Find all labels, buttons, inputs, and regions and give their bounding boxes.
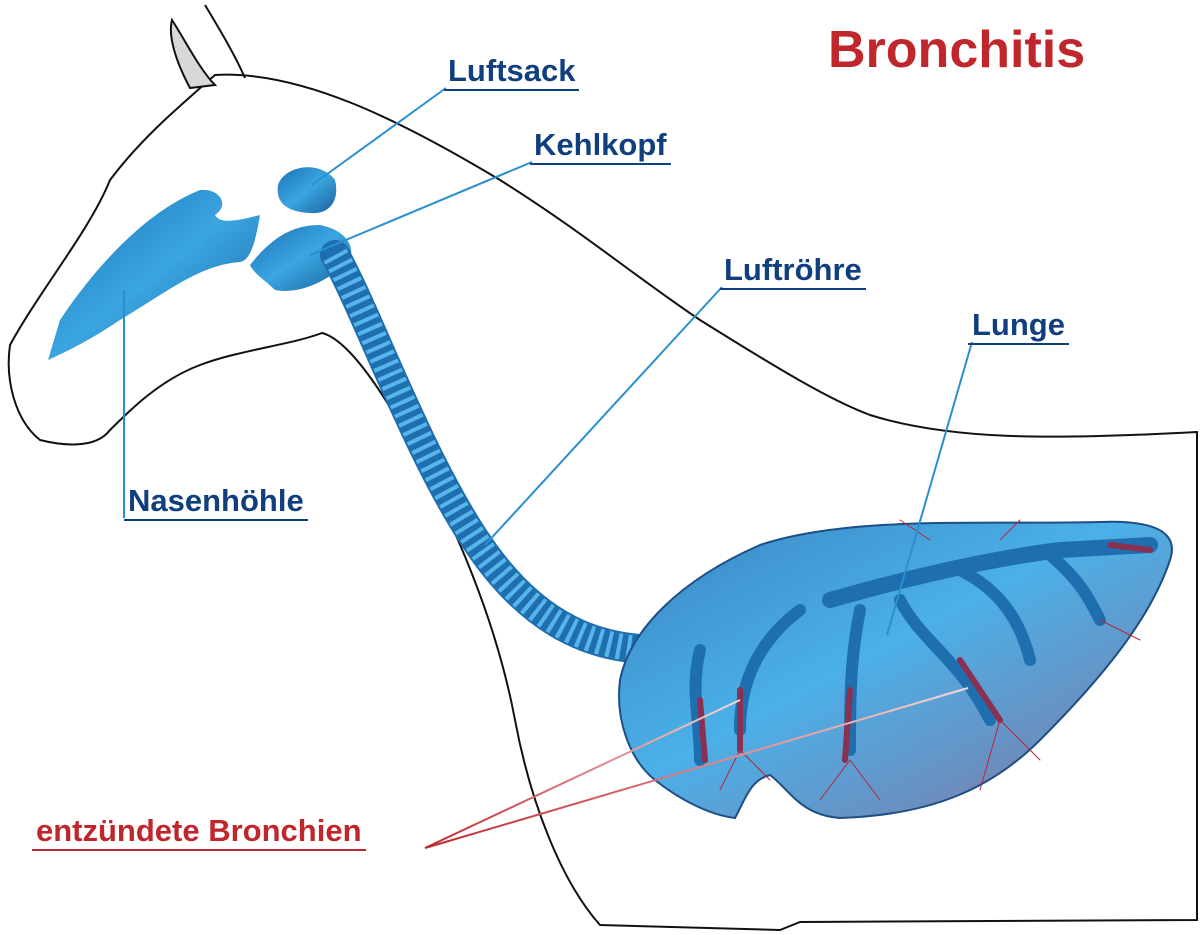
lung bbox=[618, 520, 1173, 820]
label-entzuendete-bronchien: entzündete Bronchien bbox=[32, 814, 366, 851]
trachea-rings bbox=[323, 248, 837, 663]
label-lunge: Lunge bbox=[968, 308, 1069, 345]
bronchial-tree bbox=[689, 519, 1158, 801]
ear bbox=[169, 17, 218, 90]
nasal-cavity bbox=[48, 189, 260, 360]
larynx bbox=[250, 225, 352, 291]
label-nasenhoehle: Nasenhöhle bbox=[124, 484, 308, 521]
label-kehlkopf: Kehlkopf bbox=[530, 128, 671, 165]
label-luftsack: Luftsack bbox=[444, 54, 580, 91]
label-luftroehre: Luftröhre bbox=[720, 253, 866, 290]
leader-lines bbox=[123, 87, 973, 849]
diagram-title: Bronchitis bbox=[828, 21, 1086, 79]
ear-outline bbox=[204, 4, 246, 79]
